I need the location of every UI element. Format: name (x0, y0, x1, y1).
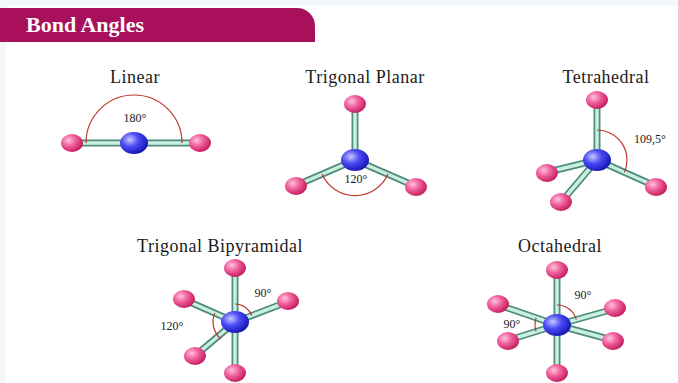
title-text: Bond Angles (26, 13, 144, 37)
angle-label: 180° (123, 112, 148, 125)
bonds (76, 100, 655, 374)
angle-label: 90° (503, 318, 522, 331)
angle-label: 120° (160, 320, 185, 333)
angle-label: 90° (254, 287, 273, 300)
angle-arcs (86, 95, 627, 339)
angle-label: 120° (344, 173, 369, 186)
shape-name: Trigonal Bipyramidal (137, 237, 303, 257)
central-atoms (120, 132, 611, 336)
outer-atoms (61, 91, 667, 382)
page-panel (6, 6, 678, 383)
shape-name: Tetrahedral (562, 68, 649, 88)
angle-label: 90° (574, 289, 593, 302)
shape-name: Trigonal Planar (305, 68, 424, 88)
shape-name: Linear (110, 68, 160, 88)
shape-name: Octahedral (518, 237, 602, 257)
angle-label: 109,5° (633, 133, 667, 146)
